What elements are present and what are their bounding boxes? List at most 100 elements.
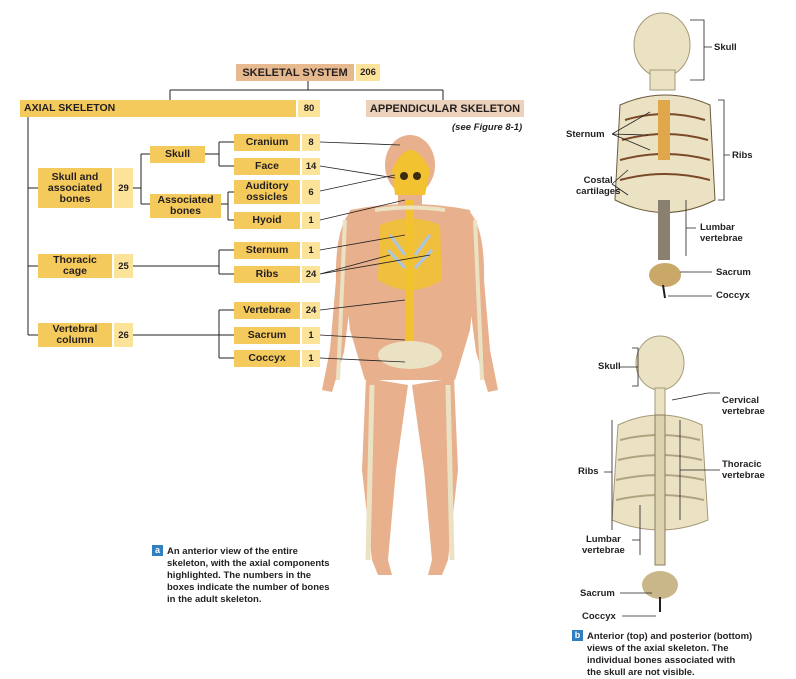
leaf-auditory-count: 6 — [302, 180, 320, 204]
caption-a-line-4: boxes indicate the number of bones — [167, 582, 330, 593]
leaf-cranium: Cranium — [234, 134, 300, 151]
axial-skeleton-box: AXIAL SKELETON — [20, 100, 296, 117]
leaf-hyoid: Hyoid — [234, 212, 300, 229]
anterior-leaders — [611, 19, 730, 297]
leaf-vertebrae-label: Vertebrae — [243, 304, 291, 316]
subgroup-skull: Skull — [150, 146, 205, 163]
leaf-hyoid-label: Hyoid — [252, 214, 282, 226]
anterior-label-costal: Costal cartilages — [576, 175, 620, 197]
group-vertebral-line1: Vertebral — [52, 323, 98, 335]
posterior-label-lumbar: Lumbar vertebrae — [582, 534, 625, 556]
group-thoracic-line1: Thoracic — [53, 254, 97, 266]
group-skull-assoc-count: 29 — [114, 168, 133, 208]
posterior-leaders — [604, 347, 720, 617]
appendicular-note: (see Figure 8-1) — [452, 122, 523, 133]
group-skull-assoc-line1: Skull and — [51, 170, 99, 183]
group-thoracic-count: 25 — [114, 254, 133, 278]
leaf-sacrum-label: Sacrum — [247, 329, 287, 341]
group-thoracic: Thoracic cage — [38, 254, 112, 278]
caption-a: a An anterior view of the entire skeleton… — [152, 545, 362, 606]
leaf-coccyx: Coccyx — [234, 350, 300, 367]
posterior-label-cervical-2: vertebrae — [722, 406, 765, 417]
subgroup-associated-line1: Associated — [157, 194, 214, 206]
leaf-face: Face — [234, 158, 300, 175]
subgroup-associated: Associated bones — [150, 194, 221, 218]
leaf-vertebrae-count: 24 — [302, 302, 320, 319]
posterior-label-thoracic-1: Thoracic — [722, 459, 762, 470]
leaf-sternum-count: 1 — [302, 242, 320, 259]
anterior-label-ribs: Ribs — [732, 150, 753, 161]
caption-a-line-5: in the adult skeleton. — [167, 594, 262, 605]
posterior-label-cervical-1: Cervical — [722, 395, 759, 406]
caption-b: b Anterior (top) and posterior (bottom) v… — [572, 630, 794, 679]
subgroup-associated-line2: bones — [170, 205, 201, 217]
caption-b-badge: b — [572, 630, 583, 641]
leaf-sacrum: Sacrum — [234, 327, 300, 344]
axial-skeleton-count: 80 — [298, 100, 320, 117]
leaf-auditory-line1: Auditory — [245, 180, 289, 192]
leaf-vertebrae: Vertebrae — [234, 302, 300, 319]
group-skull-assoc-line3: bones — [59, 192, 91, 205]
human-figure — [322, 135, 498, 575]
caption-a-line-3: highlighted. The numbers in the — [167, 570, 312, 581]
axial-skeleton-label: AXIAL SKELETON — [24, 102, 116, 114]
posterior-label-thoracic: Thoracic vertebrae — [722, 459, 765, 481]
leaf-coccyx-label: Coccyx — [248, 352, 286, 364]
anterior-label-lumbar-2: vertebrae — [700, 233, 743, 244]
leader-lines — [319, 141, 431, 363]
leaf-ribs-label: Ribs — [255, 268, 279, 280]
anterior-axial-skeleton — [614, 12, 716, 299]
appendicular-skeleton-label: APPENDICULAR SKELETON — [369, 102, 521, 115]
posterior-label-sacrum: Sacrum — [580, 588, 615, 599]
anterior-label-costal-2: cartilages — [576, 186, 621, 197]
posterior-axial-skeleton — [611, 335, 709, 612]
leaf-sacrum-count: 1 — [302, 327, 320, 344]
group-skull-assoc: Skull and associated bones — [38, 168, 112, 208]
caption-b-line-4: the skull are not visible. — [587, 667, 695, 678]
anterior-label-lumbar-1: Lumbar — [700, 222, 735, 233]
caption-a-line-2: skeleton, with the axial components — [167, 558, 330, 569]
group-thoracic-line2: cage — [63, 265, 87, 277]
skeletal-system-count: 206 — [356, 64, 380, 81]
caption-b-line-3: individual bones associated with — [587, 655, 736, 666]
leaf-face-count: 14 — [302, 158, 320, 175]
posterior-label-lumbar-1: Lumbar — [585, 534, 621, 545]
subgroup-skull-label: Skull — [164, 148, 191, 160]
group-vertebral-line2: column — [56, 334, 94, 346]
caption-b-line-2: views of the axial skeleton. The — [587, 643, 729, 654]
leaf-sternum-label: Sternum — [245, 244, 289, 256]
posterior-label-ribs: Ribs — [578, 466, 599, 477]
caption-b-line-1: Anterior (top) and posterior (bottom) — [587, 631, 753, 642]
caption-a-badge: a — [152, 545, 163, 556]
posterior-label-lumbar-2: vertebrae — [582, 545, 625, 556]
leaf-ribs: Ribs — [234, 266, 300, 283]
group-vertebral-count: 26 — [114, 323, 133, 347]
tree-connectors — [27, 81, 444, 359]
posterior-label-cervical: Cervical vertebrae — [722, 395, 765, 417]
anterior-label-sternum: Sternum — [566, 129, 605, 140]
anterior-label-skull: Skull — [714, 42, 737, 53]
skeletal-system-label: SKELETAL SYSTEM — [242, 66, 348, 79]
leaf-face-label: Face — [255, 160, 279, 172]
leaf-coccyx-count: 1 — [302, 350, 320, 367]
anterior-label-sacrum: Sacrum — [716, 267, 751, 278]
appendicular-skeleton-box: APPENDICULAR SKELETON — [366, 100, 524, 117]
anterior-label-coccyx: Coccyx — [716, 290, 750, 301]
leaf-auditory: Auditory ossicles — [234, 180, 300, 204]
leaf-hyoid-count: 1 — [302, 212, 320, 229]
anterior-label-costal-1: Costal — [583, 175, 613, 186]
anterior-label-lumbar: Lumbar vertebrae — [700, 222, 743, 244]
leaf-auditory-line2: ossicles — [246, 191, 288, 203]
posterior-label-skull: Skull — [598, 361, 621, 372]
posterior-label-coccyx: Coccyx — [582, 611, 616, 622]
leaf-sternum: Sternum — [234, 242, 300, 259]
leaf-cranium-label: Cranium — [245, 136, 289, 148]
leaf-cranium-count: 8 — [302, 134, 320, 151]
group-skull-assoc-line2: associated — [47, 181, 103, 194]
group-vertebral: Vertebral column — [38, 323, 112, 347]
leaf-ribs-count: 24 — [302, 266, 320, 283]
posterior-label-thoracic-2: vertebrae — [722, 470, 765, 481]
caption-a-line-1: An anterior view of the entire — [167, 546, 298, 557]
skeletal-system-box: SKELETAL SYSTEM — [236, 64, 354, 81]
